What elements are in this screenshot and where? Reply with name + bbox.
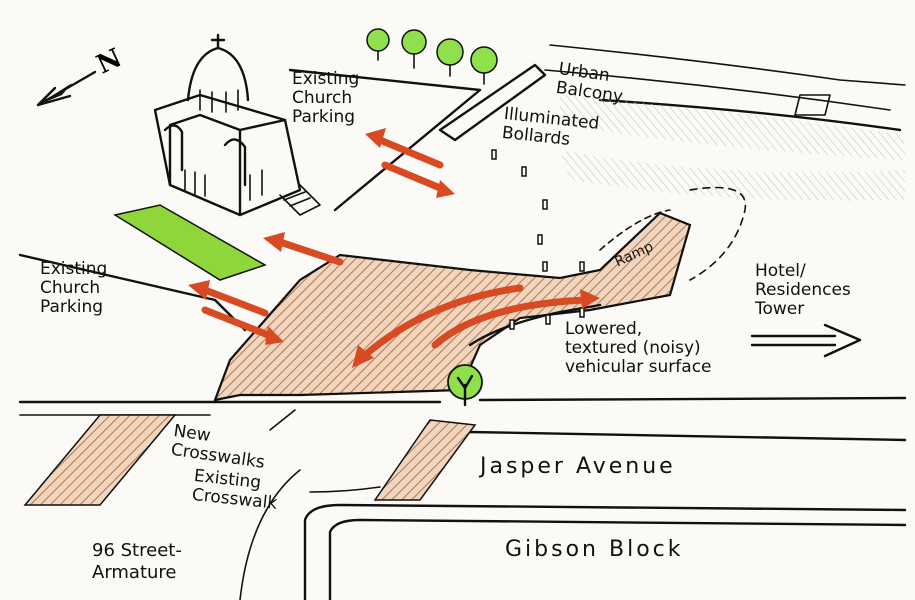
hotel-arrow-icon [750, 323, 862, 358]
label-jasper-avenue: Jasper Avenue [480, 454, 676, 479]
new-crosswalk [23, 414, 177, 506]
label-hotel-residences-tower: Hotel/ Residences Tower [755, 261, 851, 319]
church-drawing [153, 33, 321, 217]
jasper-avenue-edge-bottom [468, 430, 907, 442]
gibson-block-curb [303, 503, 907, 600]
circulation-arrows [188, 128, 600, 368]
jasper-avenue-edge-top [18, 396, 907, 404]
north-arrow-icon: N [36, 43, 126, 107]
label-gibson-block: Gibson Block [505, 537, 684, 562]
label-street-armature: 96 Street- Armature [92, 540, 182, 583]
parking-edge-top [288, 68, 482, 212]
existing-crosswalk [373, 419, 477, 501]
tree-corner [447, 364, 483, 407]
balcony-wall [438, 63, 547, 142]
label-lowered-surface: Lowered, textured (noisy) vehicular surf… [565, 319, 712, 377]
green-lawn [113, 204, 267, 281]
north-symbol: N [92, 43, 126, 80]
label-existing-church-parking-top: Existing Church Parking [292, 69, 360, 127]
bollards [491, 149, 585, 330]
label-existing-church-parking-left: Existing Church Parking [40, 259, 108, 317]
tree-row-top [366, 28, 498, 85]
